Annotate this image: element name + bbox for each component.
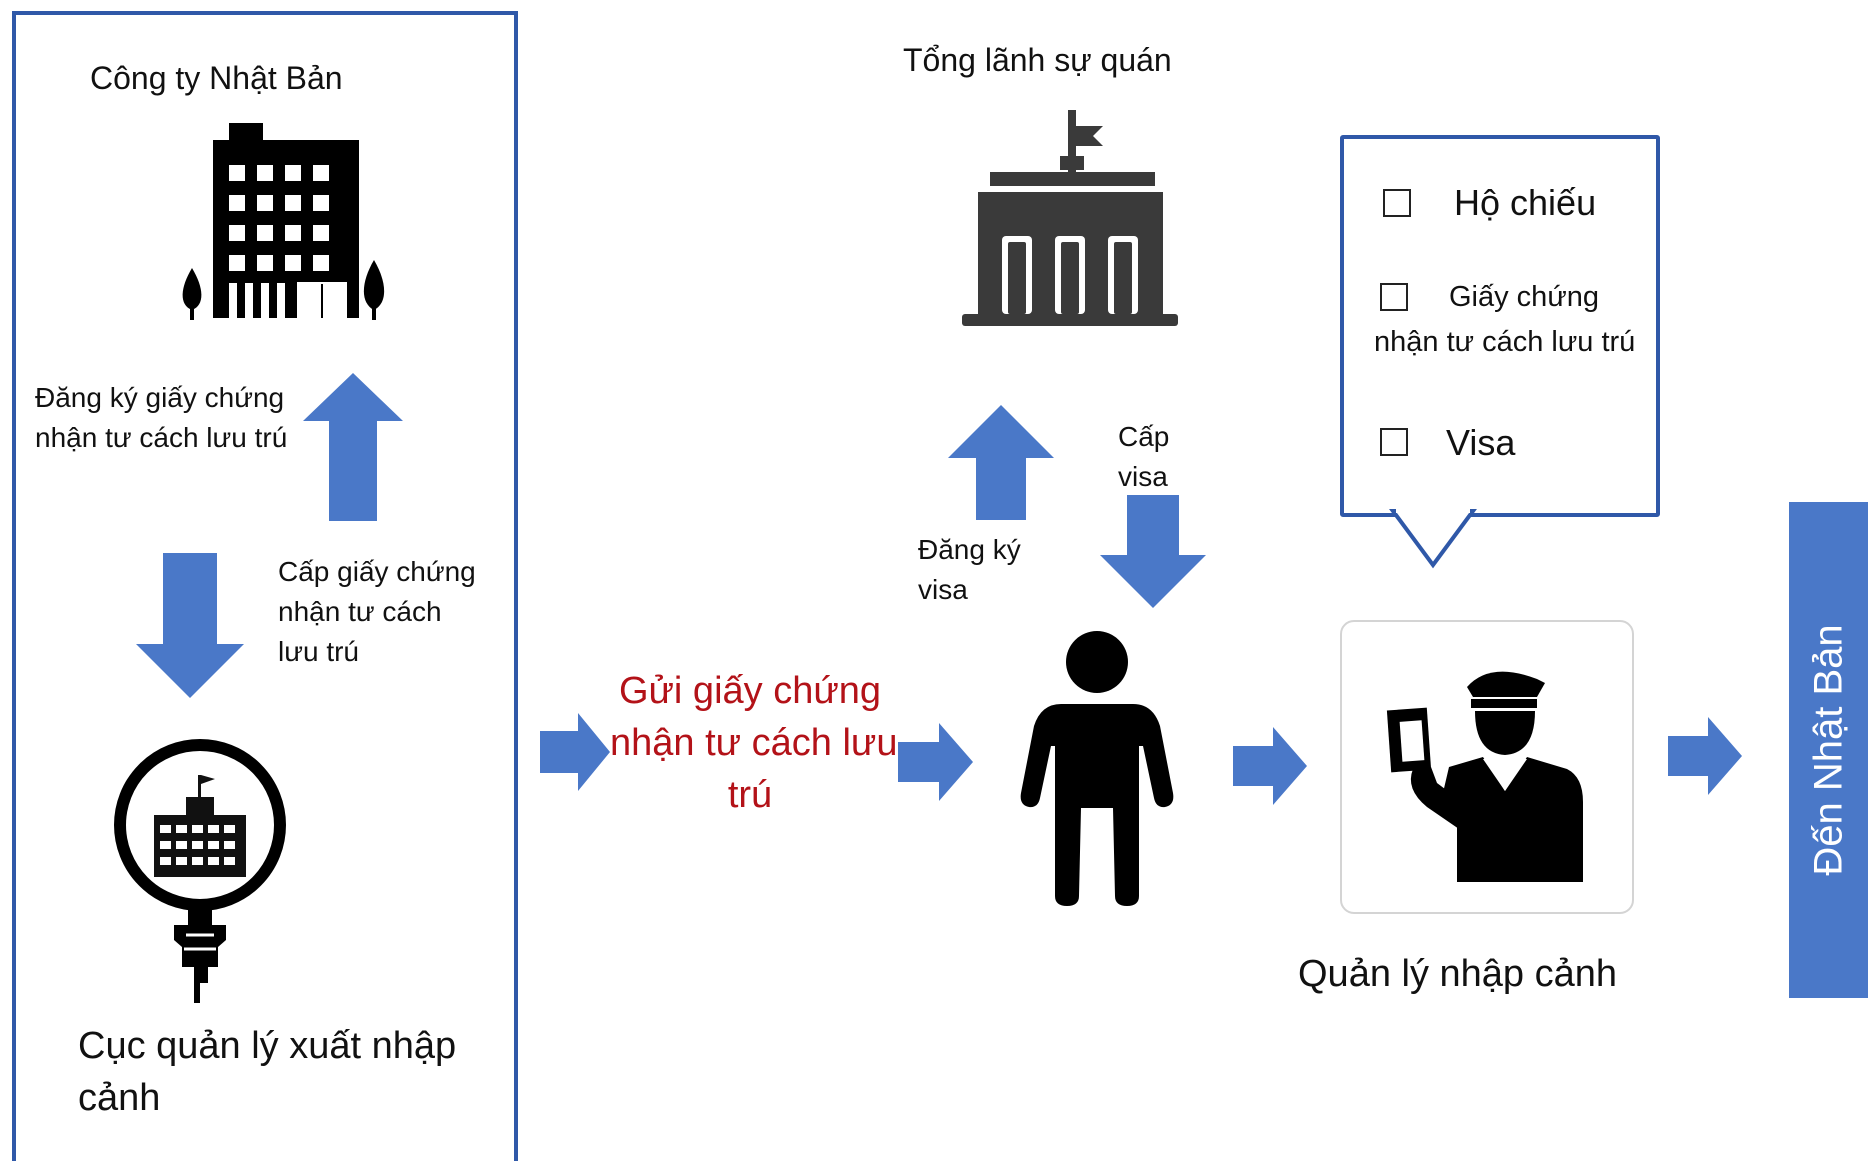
apply-visa-arrow <box>948 405 1054 520</box>
immigration-officer-card <box>1340 620 1634 914</box>
apply-visa-label: Đăng ký visa <box>918 534 1021 605</box>
checklist-callout-pointer <box>1389 507 1477 569</box>
magnifier-government-building-icon <box>114 739 286 1003</box>
send-coe-arrow-out <box>898 723 973 801</box>
person-to-immigration-arrow <box>1233 727 1307 805</box>
office-building-icon <box>182 123 385 320</box>
company-label: Công ty Nhật Bản <box>90 60 343 96</box>
checkbox-passport[interactable] <box>1383 189 1411 217</box>
destination-bar <box>1789 502 1868 998</box>
checklist-item-coe-line1: Giấy chứng <box>1449 281 1599 313</box>
checklist-item-visa: Visa <box>1446 422 1516 463</box>
immigration-control-label: Quản lý nhập cảnh <box>1298 953 1618 995</box>
send-coe-arrow-in <box>540 713 610 791</box>
issue-coe-arrow <box>136 553 244 698</box>
checkbox-coe[interactable] <box>1380 283 1408 311</box>
checkbox-visa[interactable] <box>1380 428 1408 456</box>
destination-text-wrapper: Đến Nhật Bản <box>1789 502 1868 998</box>
issue-visa-label: Cấp visa <box>1118 421 1170 492</box>
issue-coe-label: Cấp giấy chứng nhận tư cách lưu trú <box>278 556 476 667</box>
apply-coe-arrow <box>303 373 403 521</box>
to-japan-arrow <box>1668 717 1742 795</box>
send-coe-label: Gửi giấy chứng nhận tư cách lưu trú <box>610 670 898 816</box>
immigration-officer-icon <box>1386 671 1583 882</box>
consulate-building-icon <box>962 110 1178 326</box>
immigration-bureau-label: Cục quản lý xuất nhập cảnh <box>78 1025 457 1119</box>
issue-visa-arrow <box>1100 495 1206 608</box>
japan-side-panel <box>12 11 518 1161</box>
consulate-label: Tổng lãnh sự quán <box>903 42 1172 78</box>
apply-coe-label: Đăng ký giấy chứng nhận tư cách lưu trú <box>35 382 288 453</box>
person-icon <box>1020 631 1174 906</box>
required-documents-checklist: Hộ chiếu Giấy chứng nhận tư cách lưu trú… <box>1340 135 1660 517</box>
checklist-item-coe-line2: nhận tư cách lưu trú <box>1374 326 1636 358</box>
checklist-item-passport: Hộ chiếu <box>1454 182 1597 223</box>
destination-label: Đến Nhật Bản <box>1806 624 1851 876</box>
